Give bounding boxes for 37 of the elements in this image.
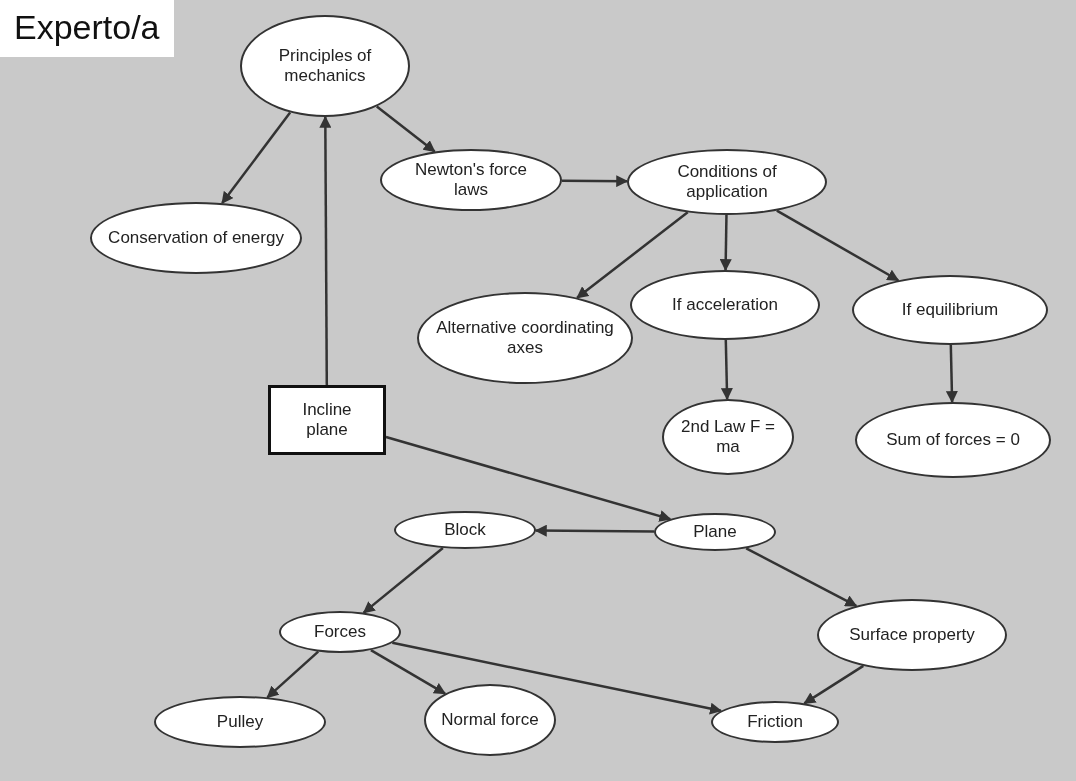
- arrow: [745, 547, 858, 607]
- arrow: [534, 524, 655, 537]
- concept-label: Alternative coordinating axes: [435, 317, 615, 359]
- arrow: [385, 435, 672, 522]
- concept-label: Friction: [746, 711, 804, 733]
- arrow: [370, 649, 447, 695]
- arrow: [803, 664, 864, 705]
- diagram-title: Experto/a: [0, 0, 174, 57]
- arrow: [266, 650, 320, 699]
- concept-label: Incline plane: [301, 399, 353, 441]
- arrow: [392, 641, 723, 715]
- arrow: [719, 215, 732, 272]
- concept-label: Sum of forces = 0: [885, 429, 1021, 451]
- concept-label: Conditions of application: [676, 161, 778, 203]
- concept-label: Normal force: [440, 709, 540, 731]
- concept-label: If acceleration: [671, 294, 779, 316]
- arrow: [720, 339, 733, 401]
- arrow: [376, 105, 436, 153]
- concept-label: Surface property: [848, 624, 976, 646]
- arrow: [561, 175, 629, 188]
- concept-label: Block: [443, 519, 487, 541]
- arrow: [576, 211, 689, 299]
- concept-label: 2nd Law F = ma: [680, 416, 776, 458]
- arrow: [776, 209, 900, 282]
- concept-label: Forces: [313, 621, 367, 643]
- concept-label: If equilibrium: [900, 299, 1000, 321]
- concept-label: Pulley: [215, 711, 265, 733]
- concept-label: Newton's force laws: [414, 159, 528, 201]
- concept-ellipse: [711, 701, 839, 743]
- concept-label: Plane: [692, 521, 738, 543]
- arrow: [319, 115, 332, 385]
- concept-label: Principles of mechanics: [277, 45, 373, 87]
- concept-box: [268, 385, 386, 455]
- concept-label: Conservation of energy: [107, 227, 285, 249]
- arrow: [362, 547, 444, 614]
- arrow: [221, 111, 292, 205]
- arrow: [945, 344, 958, 404]
